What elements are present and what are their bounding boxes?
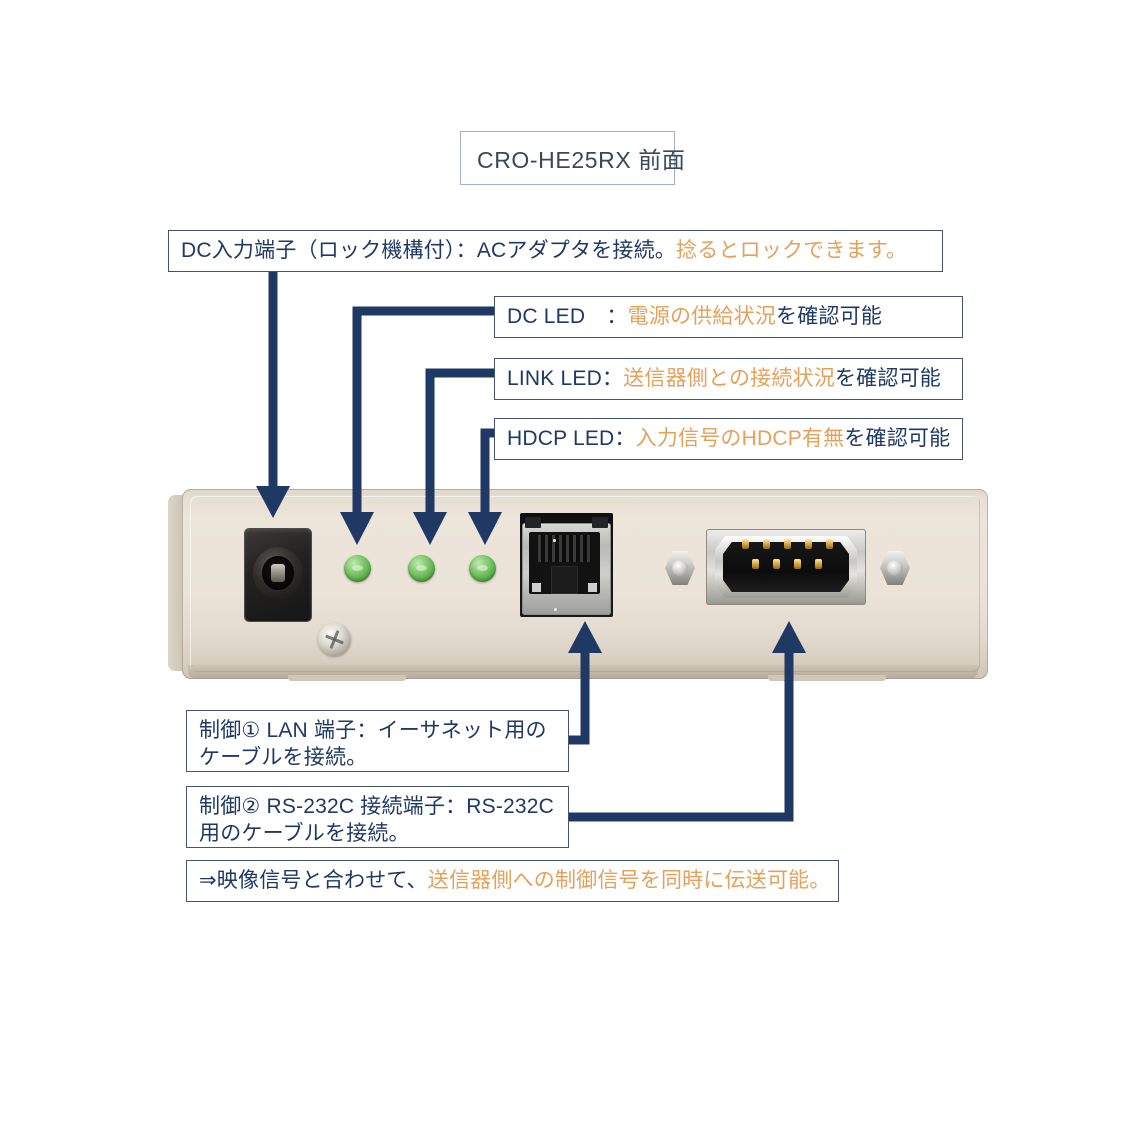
- link-led-callout-highlight: 送信器側との接続状況: [623, 367, 835, 390]
- db9-pin-5: [826, 539, 833, 549]
- lan-callout: 制御① LAN 端子：イーサネット用の ケーブルを接続。: [186, 710, 569, 772]
- hdcp-led-callout-highlight: 入力信号のHDCP有無: [635, 427, 845, 450]
- db9-pin-4: [805, 539, 812, 549]
- dc-input-callout-highlight: 捻るとロックできます。: [676, 239, 908, 262]
- rj45-contact-pins: [538, 535, 591, 562]
- rj45-notch-left: [532, 583, 541, 592]
- db9-jackscrew-right: [880, 551, 910, 585]
- dc-input-callout-text: DC入力端子（ロック機構付）：ACアダプタを接続。: [181, 239, 677, 262]
- control-summary-callout: ⇒映像信号と合わせて、送信器側への制御信号を同時に伝送可能。: [186, 860, 839, 902]
- link-led-callout-tail: を確認可能: [834, 367, 941, 390]
- hdcp-led-callout-tail: を確認可能: [844, 427, 951, 450]
- chassis-foot-right: [768, 675, 886, 681]
- rj45-tab-left: [525, 517, 541, 528]
- led-hdcp: [469, 555, 496, 582]
- hdcp-led-callout-label: HDCP LED：: [507, 427, 636, 450]
- rs232c-db9-port[interactable]: [706, 529, 866, 605]
- dc-led-callout-label: DC LED ：: [507, 305, 628, 328]
- db9-pin-6: [752, 559, 759, 569]
- rj45-highlight-dot-lower: [554, 608, 557, 611]
- dc-jack-center-pin: [271, 564, 285, 582]
- lan-callout-line1: 制御① LAN 端子：イーサネット用の: [199, 719, 547, 742]
- rj45-cavity: [529, 532, 600, 594]
- rs232c-callout: 制御② RS-232C 接続端子：RS-232C 用のケーブルを接続。: [186, 786, 569, 848]
- rs232c-callout-line2: 用のケーブルを接続。: [199, 822, 410, 846]
- rj45-highlight-dot-upper: [553, 539, 556, 542]
- page-title-text: CRO-HE25RX 前面: [477, 147, 686, 173]
- page-title: CRO-HE25RX 前面: [460, 131, 685, 185]
- link-led-callout-label: LINK LED：: [507, 367, 624, 390]
- db9-pin-2: [763, 539, 770, 549]
- db9-pin-8: [794, 559, 801, 569]
- chassis-foot-left: [288, 675, 406, 681]
- dc-input-callout: DC入力端子（ロック機構付）：ACアダプタを接続。捻るとロックできます。: [168, 230, 943, 272]
- dc-led-callout-highlight: 電源の供給状況: [627, 305, 777, 328]
- led-dc: [344, 555, 371, 582]
- cro-he25rx-front-panel: [168, 489, 988, 681]
- rj45-notch-right: [588, 583, 597, 592]
- dc-led-callout: DC LED ：電源の供給状況を確認可能: [494, 296, 963, 338]
- lan-rj45-port[interactable]: [520, 513, 613, 617]
- db9-cavity: [723, 542, 849, 592]
- rj45-tab-right: [592, 517, 608, 528]
- dc-input-jack[interactable]: [245, 529, 311, 621]
- link-led-callout: LINK LED：送信器側との接続状況を確認可能: [494, 358, 963, 400]
- db9-jackscrew-left: [665, 551, 695, 585]
- lan-callout-line2: ケーブルを接続。: [199, 746, 368, 770]
- control-summary-highlight: 送信器側への制御信号を同時に伝送可能。: [427, 869, 831, 892]
- db9-pin-1: [742, 539, 749, 549]
- dc-led-callout-tail: を確認可能: [776, 305, 883, 328]
- db9-pin-3: [784, 539, 791, 549]
- phillips-screw-icon: [318, 623, 351, 656]
- db9-pin-7: [773, 559, 780, 569]
- rj45-latch-slot: [551, 566, 578, 594]
- db9-pin-9: [815, 559, 822, 569]
- hdcp-led-callout: HDCP LED：入力信号のHDCP有無を確認可能: [494, 418, 963, 460]
- led-link: [408, 555, 435, 582]
- rs232c-callout-line1: 制御② RS-232C 接続端子：RS-232C: [199, 795, 555, 818]
- control-summary-plain: ⇒映像信号と合わせて、: [199, 869, 428, 892]
